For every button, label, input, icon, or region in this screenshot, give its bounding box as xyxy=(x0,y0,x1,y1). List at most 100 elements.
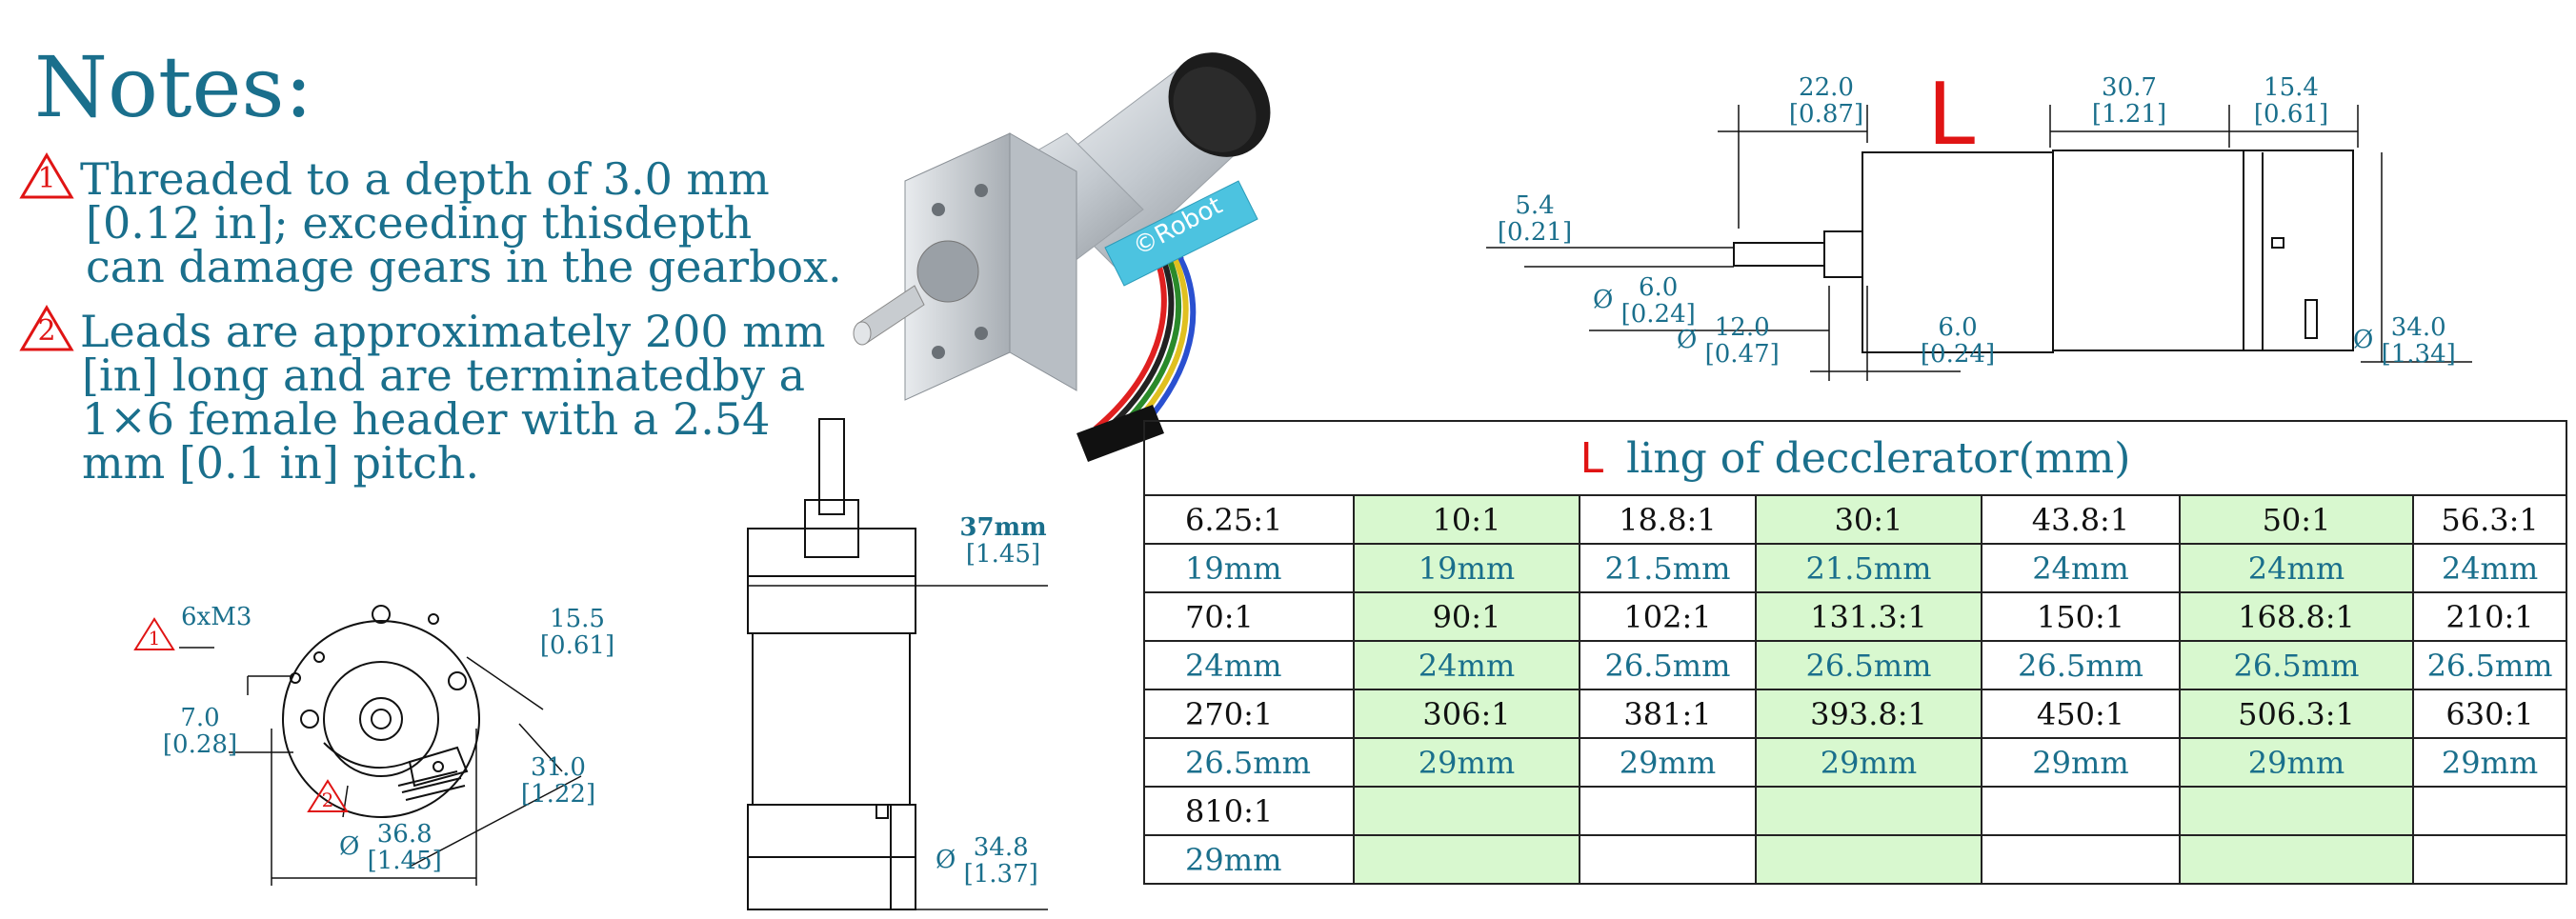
dim-6-0-shaft: Ø 6.0[0.24] xyxy=(1593,273,1696,329)
dim-34-0: Ø 34.0[1.34] xyxy=(2353,313,2456,369)
note-1-line-2: [0.12 in]; exceeding thisdepth xyxy=(86,197,753,249)
warning-number: 1 xyxy=(148,627,161,649)
note-1-line-1: Threaded to a depth of 3.0 mm xyxy=(80,153,770,205)
note-2-line-3: 1×6 female header with a 2.54 xyxy=(82,393,771,445)
ratio-cell: 381:1 xyxy=(1579,689,1757,739)
ratio-cell: 168.8:1 xyxy=(2179,591,2414,642)
dim-6xM3: 6xM3 xyxy=(181,603,252,631)
length-cell xyxy=(1579,834,1757,885)
note-2: 2 Leads are approximately 200 mm [in] lo… xyxy=(19,305,857,485)
length-cell: 26.5mm xyxy=(2179,640,2414,690)
warning-icon: 1 xyxy=(133,617,175,655)
ratio-cell: 50:1 xyxy=(2179,494,2414,545)
length-cell: 19mm xyxy=(1353,543,1580,593)
ratio-cell xyxy=(1981,786,2181,836)
dim-6-0-collar: 6.0[0.24] xyxy=(1920,313,1996,369)
warning-icon: 2 xyxy=(307,779,349,817)
ratio-cell: 810:1 xyxy=(1143,786,1355,836)
ratio-cell: 43.8:1 xyxy=(1981,494,2181,545)
length-cell xyxy=(1755,834,1982,885)
length-cell: 24mm xyxy=(2411,543,2568,593)
warning-icon: 2 xyxy=(19,305,74,352)
ratio-cell: 131.3:1 xyxy=(1755,591,1982,642)
warning-number: 1 xyxy=(37,162,56,195)
dim-5-4: 5.4[0.21] xyxy=(1497,191,1573,247)
motor-photo: ©Robot xyxy=(853,52,1271,462)
side-dimension-drawing xyxy=(1486,105,2472,381)
dim-30-7: 30.7[1.21] xyxy=(2091,73,2167,129)
dim-15-5: 15.5[0.61] xyxy=(539,605,615,660)
ratio-cell: 393.8:1 xyxy=(1755,689,1982,739)
ratio-cell xyxy=(1353,786,1580,836)
ratio-cell: 450:1 xyxy=(1981,689,2181,739)
length-cell: 26.5mm xyxy=(1143,737,1355,788)
length-cell: 24mm xyxy=(1981,543,2181,593)
front-view-drawing xyxy=(179,605,582,886)
notes-title: Notes: xyxy=(34,38,313,136)
ratio-cell xyxy=(2411,786,2568,836)
length-cell xyxy=(1981,834,2181,885)
note-1-line-3: can damage gears in the gearbox. xyxy=(86,241,842,292)
ratio-cell: 630:1 xyxy=(2411,689,2568,739)
dim-31-0: 31.0[1.22] xyxy=(520,753,596,809)
ratio-cell: 10:1 xyxy=(1353,494,1580,545)
length-cell xyxy=(1353,834,1580,885)
dim-15-4: 15.4[0.61] xyxy=(2253,73,2329,129)
length-cell: 24mm xyxy=(2179,543,2414,593)
length-cell: 29mm xyxy=(2411,737,2568,788)
length-cell: 24mm xyxy=(1143,640,1355,690)
length-cell: 21.5mm xyxy=(1755,543,1982,593)
warning-number: 2 xyxy=(37,314,56,348)
note-2-line-4: mm [0.1 in] pitch. xyxy=(82,437,480,489)
dim-36-8: Ø 36.8[1.45] xyxy=(339,820,442,875)
dim-12-0: Ø 12.0[0.47] xyxy=(1677,313,1780,369)
ratio-cell: 18.8:1 xyxy=(1579,494,1757,545)
length-cell: 21.5mm xyxy=(1579,543,1757,593)
dim-7-0: 7.0[0.28] xyxy=(162,704,238,759)
warning-number: 2 xyxy=(321,789,334,811)
ratio-cell xyxy=(1755,786,1982,836)
dim-34-8: Ø 34.8[1.37] xyxy=(936,833,1038,889)
dim-22: 22.0[0.87] xyxy=(1788,73,1864,129)
ratio-row: 810:1 xyxy=(1143,786,2568,836)
ratio-cell: 6.25:1 xyxy=(1143,494,1355,545)
length-symbol-L: L xyxy=(1927,65,1976,165)
length-cell xyxy=(2179,834,2414,885)
ratio-cell: 102:1 xyxy=(1579,591,1757,642)
note-1: 1 Threaded to a depth of 3.0 mm [0.12 in… xyxy=(19,152,857,289)
warning-icon: 1 xyxy=(19,152,74,200)
dim-37mm: 37mm[1.45] xyxy=(959,513,1047,569)
ratio-cell: 270:1 xyxy=(1143,689,1355,739)
length-cell: 26.5mm xyxy=(1579,640,1757,690)
length-cell: 29mm xyxy=(1353,737,1580,788)
length-cell: 26.5mm xyxy=(1755,640,1982,690)
ratio-cell: 306:1 xyxy=(1353,689,1580,739)
ratio-cell: 90:1 xyxy=(1353,591,1580,642)
ratio-cell: 30:1 xyxy=(1755,494,1982,545)
ratio-cell: 70:1 xyxy=(1143,591,1355,642)
length-row: 29mm xyxy=(1143,834,2568,885)
length-cell: 19mm xyxy=(1143,543,1355,593)
ratio-cell xyxy=(1579,786,1757,836)
ratio-cell xyxy=(2179,786,2414,836)
length-cell: 24mm xyxy=(1353,640,1580,690)
ratio-cell: 150:1 xyxy=(1981,591,2181,642)
length-cell: 26.5mm xyxy=(1981,640,2181,690)
length-cell: 29mm xyxy=(2179,737,2414,788)
ratio-cell: 506.3:1 xyxy=(2179,689,2414,739)
length-cell: 29mm xyxy=(1143,834,1355,885)
ratio-cell: 210:1 xyxy=(2411,591,2568,642)
length-cell: 29mm xyxy=(1981,737,2181,788)
note-2-line-1: Leads are approximately 200 mm xyxy=(80,306,826,357)
length-cell: 26.5mm xyxy=(2411,640,2568,690)
note-2-line-2: [in] long and are terminatedby a xyxy=(82,350,806,401)
length-cell: 29mm xyxy=(1579,737,1757,788)
